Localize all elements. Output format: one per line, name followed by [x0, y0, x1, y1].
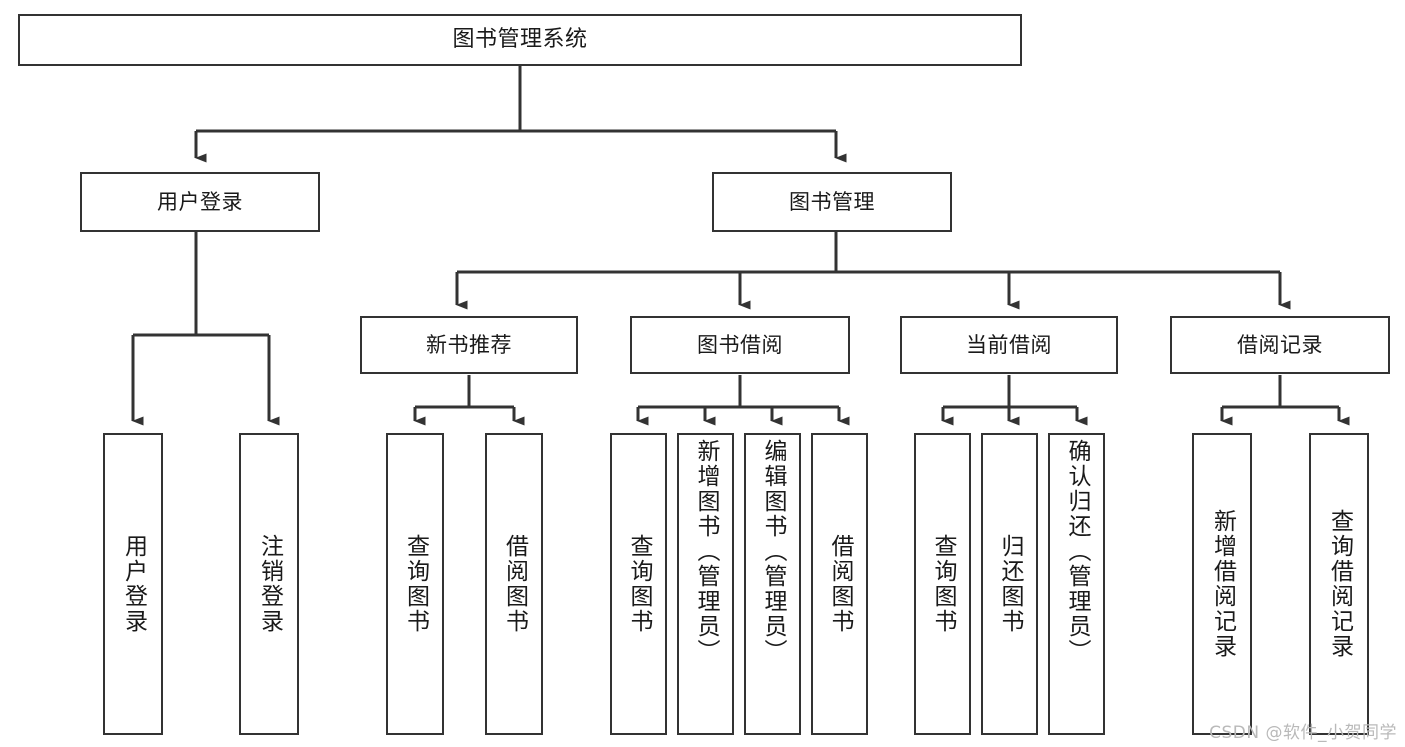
node-current-borrow[interactable]: 当前借阅 — [900, 316, 1118, 374]
node-label: 归还图书 — [997, 534, 1023, 634]
leaf-borrow-book[interactable]: 借阅图书 — [811, 433, 868, 735]
leaf-add-borrow-record[interactable]: 新增借阅记录 — [1192, 433, 1252, 735]
leaf-edit-book-admin[interactable]: 编辑图书（管理员） — [744, 433, 801, 735]
node-borrow-record[interactable]: 借阅记录 — [1170, 316, 1390, 374]
node-label: 新书推荐 — [426, 332, 512, 357]
leaf-query-book-current[interactable]: 查询图书 — [914, 433, 971, 735]
node-label: 用户登录 — [120, 534, 147, 634]
watermark: CSDN @软件_小贺同学 — [1209, 723, 1397, 743]
node-new-book-recommend[interactable]: 新书推荐 — [360, 316, 578, 374]
node-book-management[interactable]: 图书管理 — [712, 172, 952, 232]
node-label: 借阅图书 — [827, 534, 853, 634]
leaf-borrow-book-new[interactable]: 借阅图书 — [485, 433, 543, 735]
leaf-query-borrow-record[interactable]: 查询借阅记录 — [1309, 433, 1369, 735]
node-label: 用户登录 — [157, 189, 243, 214]
leaf-confirm-return-admin[interactable]: 确认归还（管理员） — [1048, 433, 1105, 735]
node-label: 注销登录 — [256, 534, 283, 634]
node-label: 借阅图书 — [501, 534, 528, 634]
node-label: 图书管理 — [789, 189, 875, 214]
node-user-login[interactable]: 用户登录 — [80, 172, 320, 232]
node-label: 图书借阅 — [697, 332, 783, 357]
node-root-system[interactable]: 图书管理系统 — [18, 14, 1022, 66]
leaf-logout[interactable]: 注销登录 — [239, 433, 299, 735]
node-label: 查询图书 — [930, 534, 956, 634]
leaf-query-book-borrow[interactable]: 查询图书 — [610, 433, 667, 735]
node-label: 确认归还（管理员） — [1064, 439, 1090, 664]
node-label: 新增借阅记录 — [1209, 509, 1236, 659]
leaf-user-login[interactable]: 用户登录 — [103, 433, 163, 735]
leaf-add-book-admin[interactable]: 新增图书（管理员） — [677, 433, 734, 735]
node-label: 借阅记录 — [1237, 332, 1323, 357]
node-label: 查询借阅记录 — [1326, 509, 1353, 659]
node-label: 图书管理系统 — [452, 27, 588, 53]
node-label: 查询图书 — [402, 534, 429, 634]
node-label: 查询图书 — [626, 534, 652, 634]
node-label: 新增图书（管理员） — [693, 439, 719, 664]
node-book-borrow[interactable]: 图书借阅 — [630, 316, 850, 374]
node-label: 当前借阅 — [966, 332, 1052, 357]
leaf-query-book-new[interactable]: 查询图书 — [386, 433, 444, 735]
node-label: 编辑图书（管理员） — [760, 439, 786, 664]
leaf-return-book[interactable]: 归还图书 — [981, 433, 1038, 735]
